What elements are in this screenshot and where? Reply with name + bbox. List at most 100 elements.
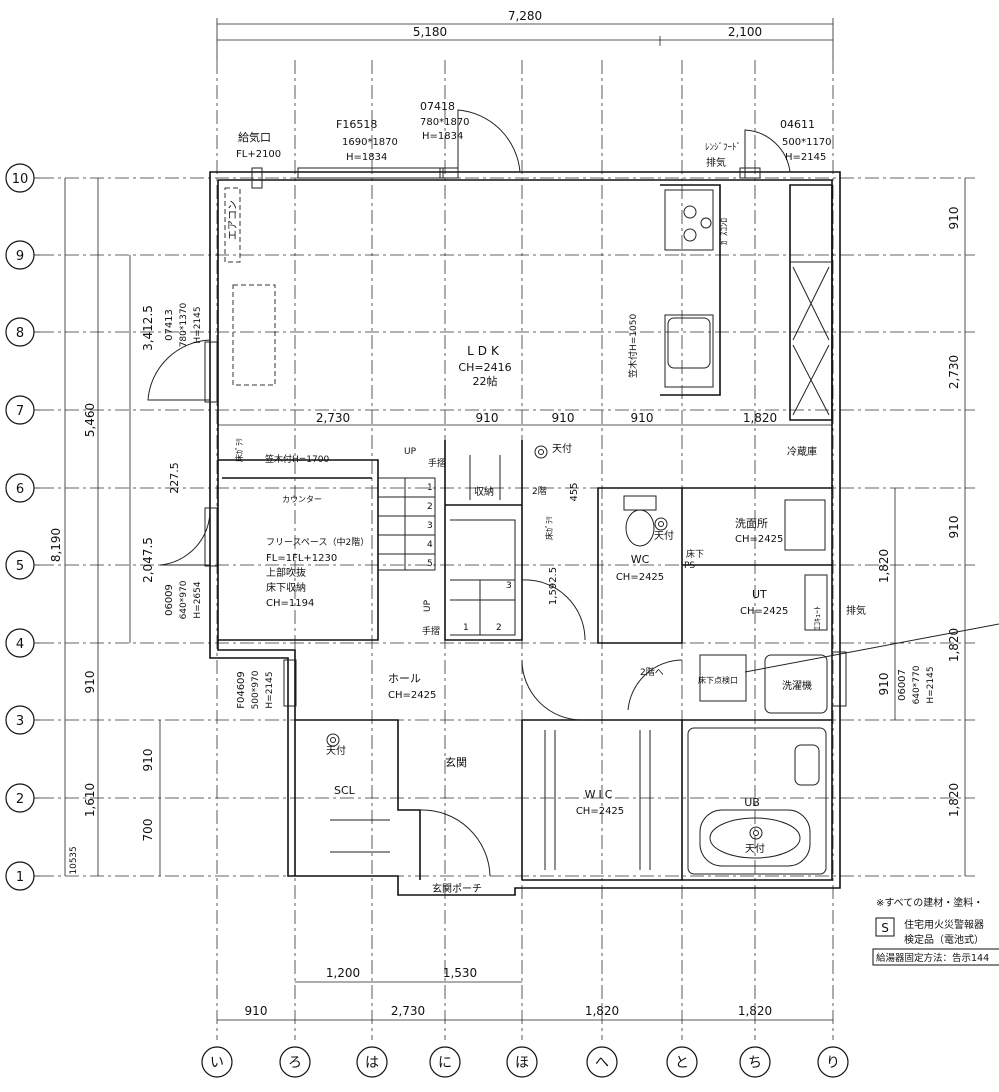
label-06007-size: 640*770	[912, 665, 922, 704]
label-counter: カウンター	[282, 495, 322, 504]
col-label-ha: は	[365, 1055, 379, 1071]
row-label-3: 3	[16, 714, 24, 729]
top-dimensions	[216, 18, 834, 60]
label-tenzuke-scl: 天付	[326, 744, 346, 757]
label-f04609-size: 500*970	[251, 670, 261, 709]
col-label-ri: り	[826, 1055, 840, 1071]
label-f16518-h: H=1834	[346, 152, 387, 163]
label-tesuri-1: 手摺	[428, 457, 446, 469]
dim-left-2047: 2,047.5	[141, 537, 155, 583]
label-up-1: UP	[404, 447, 417, 457]
label-gas: ｶﾞｽｺﾝﾛ	[719, 218, 730, 245]
label-06007-h: H=2145	[926, 666, 936, 703]
label-kyuki-fl: FL+2100	[236, 149, 281, 160]
dim-inner-bottom-1: 1,200	[326, 966, 360, 980]
label-04611: 04611	[780, 118, 815, 131]
row-label-1: 1	[16, 870, 24, 885]
dim-left-total: 8,190	[49, 528, 63, 562]
left-dimensions	[64, 178, 161, 876]
col-label-to: と	[675, 1055, 689, 1071]
row-bubbles	[5, 163, 40, 891]
interior-walls	[218, 184, 833, 880]
row-label-4: 4	[16, 637, 24, 652]
dim-left-upper: 5,460	[83, 403, 97, 437]
dim-bottom-4: 1,820	[738, 1004, 772, 1018]
label-haiki-2: 排気	[846, 604, 866, 617]
dim-bottom-2: 2,730	[391, 1004, 425, 1018]
col-label-ni: に	[438, 1055, 452, 1071]
row-label-6: 6	[16, 482, 24, 497]
room-hall: ホール	[388, 672, 421, 685]
legend-line-1: 住宅用火災警報器	[904, 918, 984, 931]
dim-left-1610: 1,610	[83, 783, 97, 817]
room-genkan-porch: 玄関ポーチ	[432, 882, 482, 895]
stairs	[378, 477, 516, 636]
dim-bottom-3: 1,820	[585, 1004, 619, 1018]
row-label-8: 8	[16, 326, 24, 341]
dim-stair-1592: 1,592.5	[548, 567, 559, 605]
svg-text:5: 5	[427, 559, 433, 569]
col-label-he: へ	[595, 1055, 609, 1071]
label-kasagi-1700: 笠木付H=1700	[265, 453, 329, 465]
dim-right-910a: 910	[947, 207, 961, 230]
room-senmen: 洗面所	[735, 517, 768, 530]
dim-top-right: 2,100	[728, 25, 762, 39]
label-yukashita-tenken: 床下点検口	[698, 675, 738, 685]
col-label-chi: ち	[748, 1055, 762, 1071]
label-f16518: F16518	[336, 118, 377, 131]
label-kasagi-1050: 笠木付H=1050	[627, 314, 639, 378]
row-label-9: 9	[16, 249, 24, 264]
room-ut: UT	[752, 588, 767, 601]
label-free-yukashita: 床下収納	[266, 581, 306, 594]
label-07413: 07413	[164, 309, 175, 341]
note-water-heater: 給湯器固定方法：告示144	[876, 952, 989, 964]
label-07418: 07418	[420, 100, 455, 113]
label-07418-size: 780*1870	[420, 117, 470, 128]
dim-right-1820c: 1,820	[947, 783, 961, 817]
label-reizoko: 冷蔵庫	[787, 445, 817, 458]
legend-symbol: S	[881, 921, 889, 935]
svg-text:1: 1	[427, 483, 433, 493]
label-04611-h: H=2145	[785, 152, 826, 163]
label-free-space: フリースペース（中2階）	[266, 536, 369, 548]
right-dimensions	[894, 178, 966, 876]
label-shuno: 収納	[474, 485, 494, 498]
dim-mid-2: 910	[476, 411, 499, 425]
room-genkan: 玄関	[445, 755, 467, 769]
note-materials: ※すべての建材・塗料・	[876, 896, 983, 909]
label-free-fukinuke: 上部吹抜	[266, 566, 306, 579]
dim-mid-3: 910	[552, 411, 575, 425]
dim-top-left: 5,180	[413, 25, 447, 39]
room-ut-ch: CH=2425	[740, 606, 788, 617]
col-label-ho: ほ	[515, 1055, 529, 1071]
label-aircon: エアコン	[228, 200, 239, 240]
col-label-i: い	[210, 1055, 224, 1071]
legend-line-2: 検定品（電池式）	[904, 933, 984, 946]
smoke-detector-icons	[326, 445, 763, 840]
window-markers	[204, 167, 847, 707]
svg-text:2: 2	[427, 502, 433, 512]
door-swings	[147, 109, 791, 877]
room-ldk-ch: CH=2416	[458, 361, 511, 374]
row-label-10: 10	[12, 172, 29, 187]
label-range-hood: ﾚﾝｼﾞﾌｰﾄﾞ	[705, 142, 741, 153]
dim-mid-1: 2,730	[316, 411, 350, 425]
dim-right-1820a: 1,820	[877, 549, 891, 583]
label-04611-size: 500*1170	[782, 137, 832, 148]
svg-text:2: 2	[496, 623, 502, 633]
label-free-fl: FL=1FL+1230	[266, 553, 337, 564]
label-yuka-garari: 床ｶﾞﾗﾘ	[234, 438, 244, 462]
dim-left-35: 35	[69, 846, 79, 857]
label-07413-size: 780*1370	[179, 302, 189, 347]
label-tesuri-2: 手摺	[422, 625, 440, 637]
label-f04609: F04609	[236, 671, 247, 709]
row-label-7: 7	[16, 404, 24, 419]
label-f16518-size: 1690*1870	[342, 137, 398, 148]
reference-line	[744, 623, 999, 673]
label-06009-h: H=2654	[193, 581, 203, 618]
room-ub: UB	[744, 796, 760, 809]
dim-mid-5: 1,820	[743, 411, 777, 425]
room-hall-ch: CH=2425	[388, 690, 436, 701]
dim-mid-4: 910	[631, 411, 654, 425]
room-scl: SCL	[334, 784, 356, 797]
